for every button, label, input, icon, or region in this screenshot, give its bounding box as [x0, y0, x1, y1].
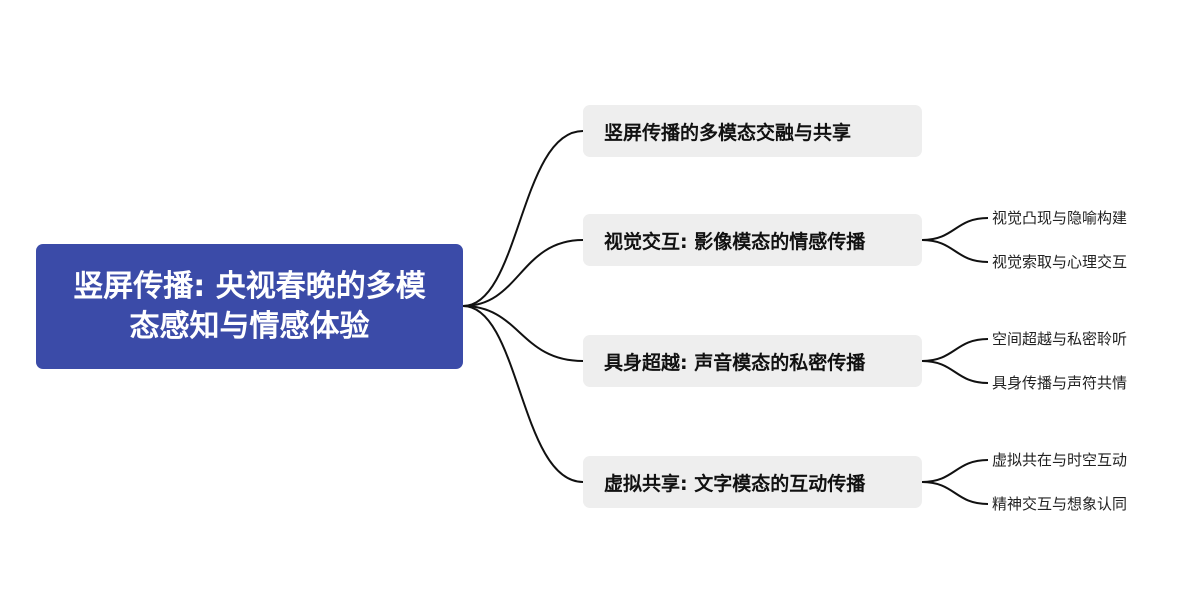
branch-label: 虚拟共享: 文字模态的互动传播: [604, 472, 866, 495]
connector-branch-4-leaf-1: [921, 459, 989, 483]
leaf-node[interactable]: 虚拟共在与时空互动: [992, 451, 1128, 469]
connector-root-branch-4: [462, 305, 584, 483]
connector-branch-2-leaf-2: [921, 239, 989, 263]
branch-node-multimodal[interactable]: 竖屏传播的多模态交融与共享: [583, 105, 922, 157]
leaf-node[interactable]: 精神交互与想象认同: [992, 495, 1128, 513]
root-node[interactable]: 竖屏传播: 央视春晚的多模态感知与情感体验: [36, 244, 463, 369]
connector-root-branch-1: [462, 130, 584, 307]
connector-root-branch-2: [462, 239, 584, 307]
branch-label: 视觉交互: 影像模态的情感传播: [604, 230, 866, 253]
connector-branch-3-leaf-1: [921, 338, 989, 362]
branch-label: 竖屏传播的多模态交融与共享: [604, 121, 852, 144]
leaf-node[interactable]: 具身传播与声符共情: [992, 374, 1128, 392]
root-node-title: 竖屏传播: 央视春晚的多模态感知与情感体验: [73, 268, 426, 344]
branch-node-text[interactable]: 虚拟共享: 文字模态的互动传播: [583, 456, 922, 508]
branch-node-visual[interactable]: 视觉交互: 影像模态的情感传播: [583, 214, 922, 266]
connector-branch-4-leaf-2: [921, 481, 989, 505]
leaf-node[interactable]: 空间超越与私密聆听: [992, 330, 1128, 348]
leaf-node[interactable]: 视觉索取与心理交互: [992, 253, 1128, 271]
connector-root-branch-3: [462, 305, 584, 362]
branch-node-sound[interactable]: 具身超越: 声音模态的私密传播: [583, 335, 922, 387]
branch-label: 具身超越: 声音模态的私密传播: [604, 351, 866, 374]
leaf-node[interactable]: 视觉凸现与隐喻构建: [992, 209, 1128, 227]
connector-branch-2-leaf-1: [921, 217, 989, 241]
connector-branch-3-leaf-2: [921, 360, 989, 384]
